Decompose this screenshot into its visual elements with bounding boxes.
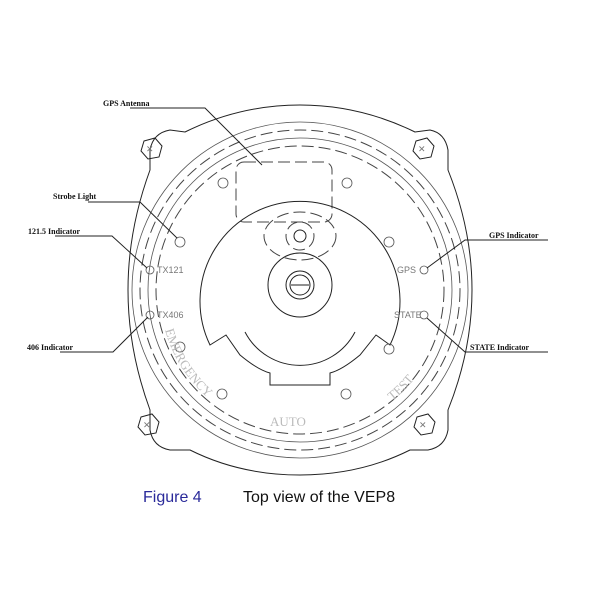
test-text: TEST — [384, 371, 416, 403]
gps-antenna-outline — [235, 161, 333, 223]
label-state-indicator: STATE Indicator — [470, 343, 529, 352]
leader-121-5 — [55, 235, 148, 269]
label-121-5-indicator: 121.5 Indicator — [28, 227, 80, 236]
screw-top-right: ✕ — [412, 137, 435, 160]
screw-bottom-right: ✕ — [413, 413, 436, 436]
figure-caption: Top view of the VEP8 — [243, 489, 396, 506]
state-text: STATE — [394, 310, 422, 320]
label-406-indicator: 406 Indicator — [27, 343, 73, 352]
svg-text:✕: ✕ — [146, 144, 154, 154]
gps-led — [419, 265, 429, 275]
leader-strobe-light — [88, 201, 178, 239]
tx121-text: TX121 — [157, 265, 184, 275]
leader-state-indicator — [426, 317, 548, 353]
auto-text: AUTO — [270, 414, 306, 429]
state-led — [419, 310, 429, 320]
svg-text:✕: ✕ — [418, 144, 426, 154]
emergency-text: EMERGENCY — [162, 326, 216, 400]
label-gps-antenna: GPS Antenna — [103, 99, 149, 108]
svg-text:✕: ✕ — [143, 420, 151, 430]
housing-outline — [127, 104, 473, 476]
label-gps-indicator: GPS Indicator — [489, 231, 539, 240]
label-strobe-light: Strobe Light — [53, 192, 97, 201]
leader-gps-antenna — [130, 107, 263, 166]
indicator-holes — [145, 177, 429, 400]
leader-406 — [60, 316, 149, 353]
gps-text: GPS — [397, 265, 416, 275]
figure-number: Figure 4 — [143, 489, 202, 506]
svg-text:✕: ✕ — [419, 420, 427, 430]
tx406-text: TX4​06 — [157, 310, 184, 320]
strobe-light-led — [174, 236, 186, 248]
screw-top-left: ✕ — [140, 137, 163, 160]
tx406-led — [145, 310, 155, 320]
tx121-led — [145, 265, 155, 275]
leader-gps-indicator — [426, 239, 548, 269]
rotary-knob — [199, 200, 401, 386]
screw-bottom-left: ✕ — [137, 413, 160, 436]
